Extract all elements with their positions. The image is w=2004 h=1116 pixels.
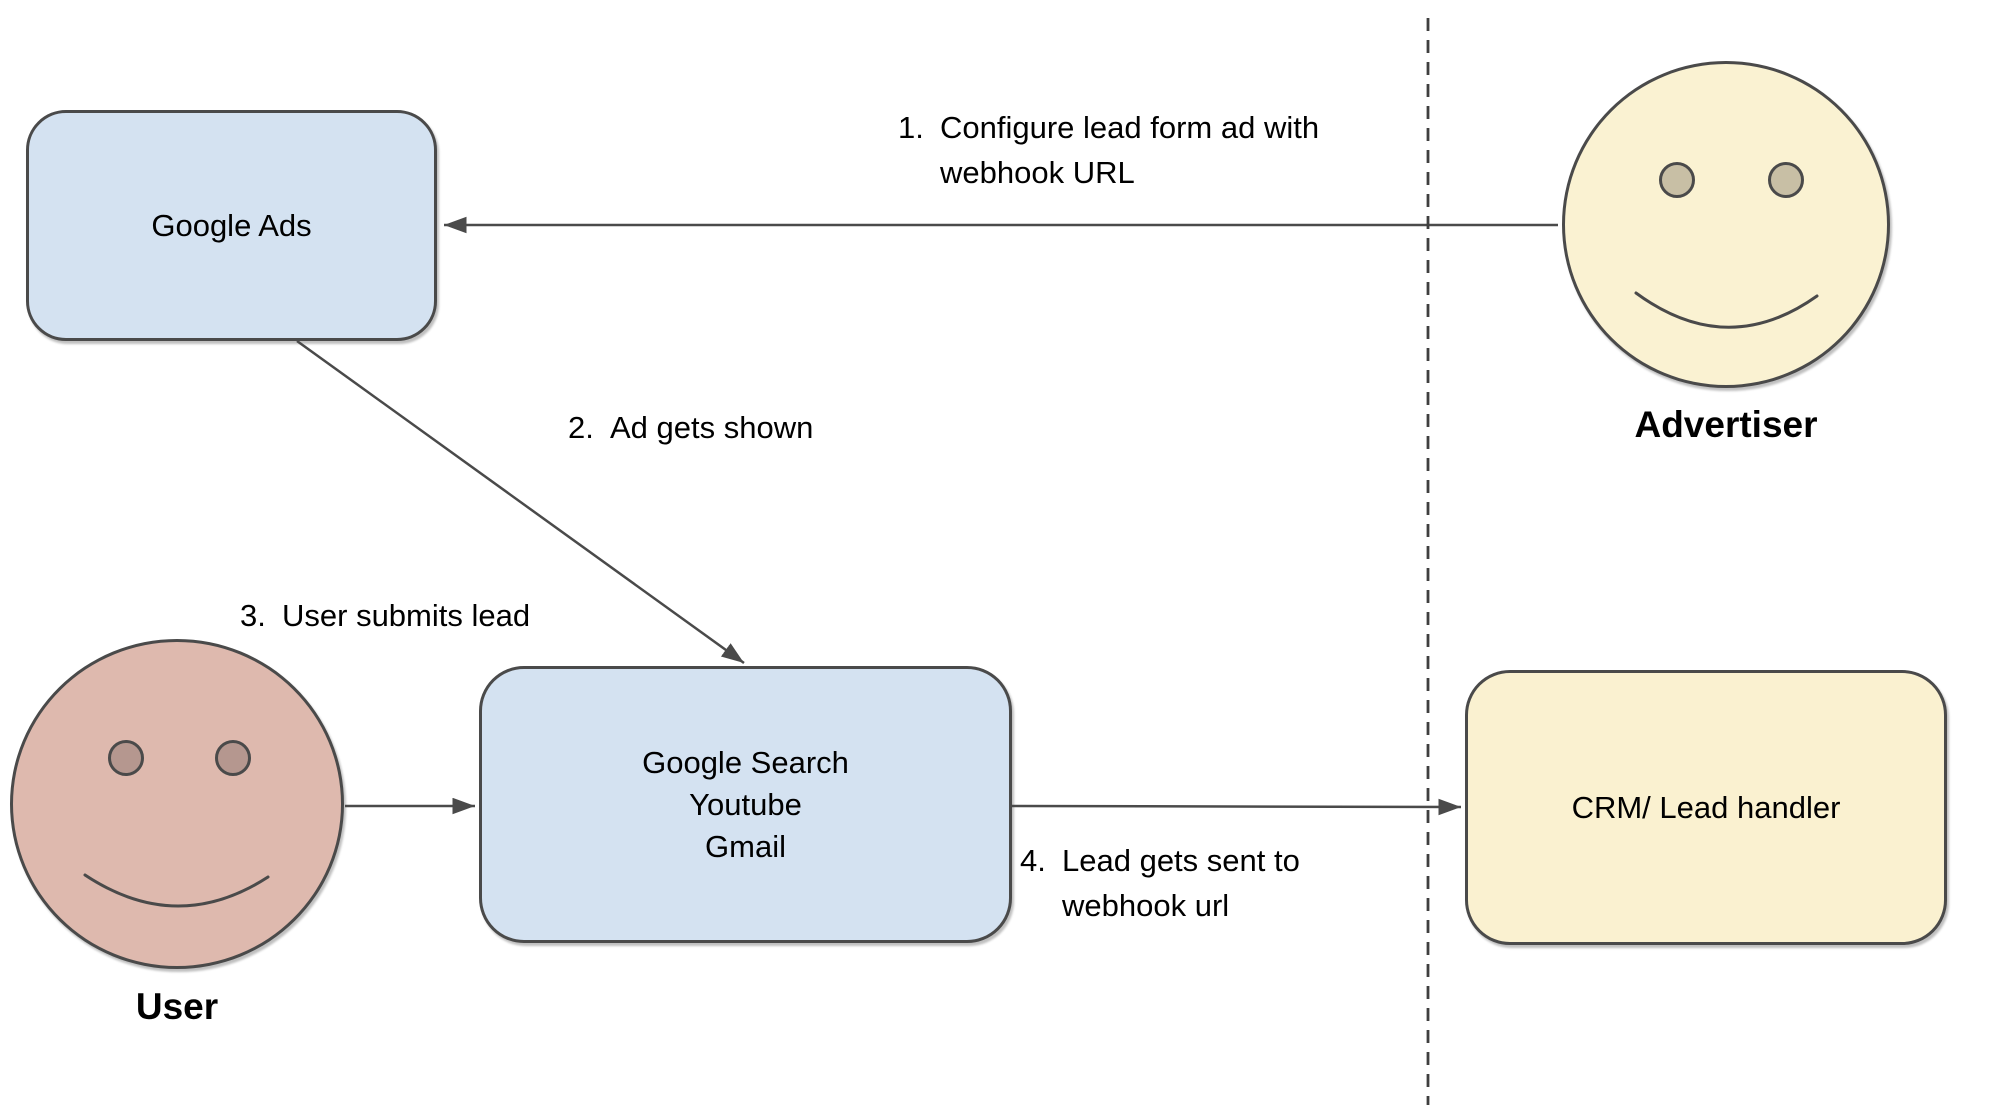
user-eye-right-icon bbox=[215, 740, 251, 776]
user-smiley-icon bbox=[10, 639, 344, 969]
google-surfaces-line-1: Google Search bbox=[642, 744, 849, 780]
advertiser-smiley-icon bbox=[1562, 61, 1890, 388]
google-ads-label: Google Ads bbox=[151, 207, 312, 243]
crm-label: CRM/ Lead handler bbox=[1571, 789, 1841, 825]
step-2-label: 2. Ad gets shown bbox=[568, 405, 813, 450]
step-4-label: 4. Lead gets sent to webhook url bbox=[1020, 838, 1362, 928]
google-surfaces-line-2: Youtube bbox=[689, 786, 802, 822]
step-3-text: User submits lead bbox=[282, 598, 531, 633]
node-crm: CRM/ Lead handler bbox=[1465, 670, 1947, 945]
node-google-surfaces: Google Search Youtube Gmail bbox=[479, 666, 1012, 943]
arrow-surfaces-to-crm bbox=[1011, 798, 1462, 816]
step-2-text: Ad gets shown bbox=[610, 410, 814, 445]
step-2-number: 2. bbox=[568, 410, 594, 445]
advertiser-eye-left-icon bbox=[1659, 162, 1695, 198]
node-google-ads: Google Ads bbox=[26, 110, 437, 341]
google-surfaces-line-3: Gmail bbox=[705, 828, 786, 864]
step-3-number: 3. bbox=[240, 598, 266, 633]
user-eye-left-icon bbox=[108, 740, 144, 776]
step-3-label: 3. User submits lead bbox=[240, 593, 530, 638]
step-1-label: 1. Configure lead form ad with webhook U… bbox=[898, 105, 1390, 195]
user-label: User bbox=[135, 986, 219, 1027]
step-4-number: 4. bbox=[1020, 843, 1046, 878]
step-1-number: 1. bbox=[898, 110, 924, 145]
advertiser-label: Advertiser bbox=[1634, 404, 1818, 445]
step-1-text: Configure lead form ad with webhook URL bbox=[940, 110, 1320, 190]
step-4-text: Lead gets sent to webhook url bbox=[1062, 843, 1300, 923]
advertiser-eye-right-icon bbox=[1768, 162, 1804, 198]
